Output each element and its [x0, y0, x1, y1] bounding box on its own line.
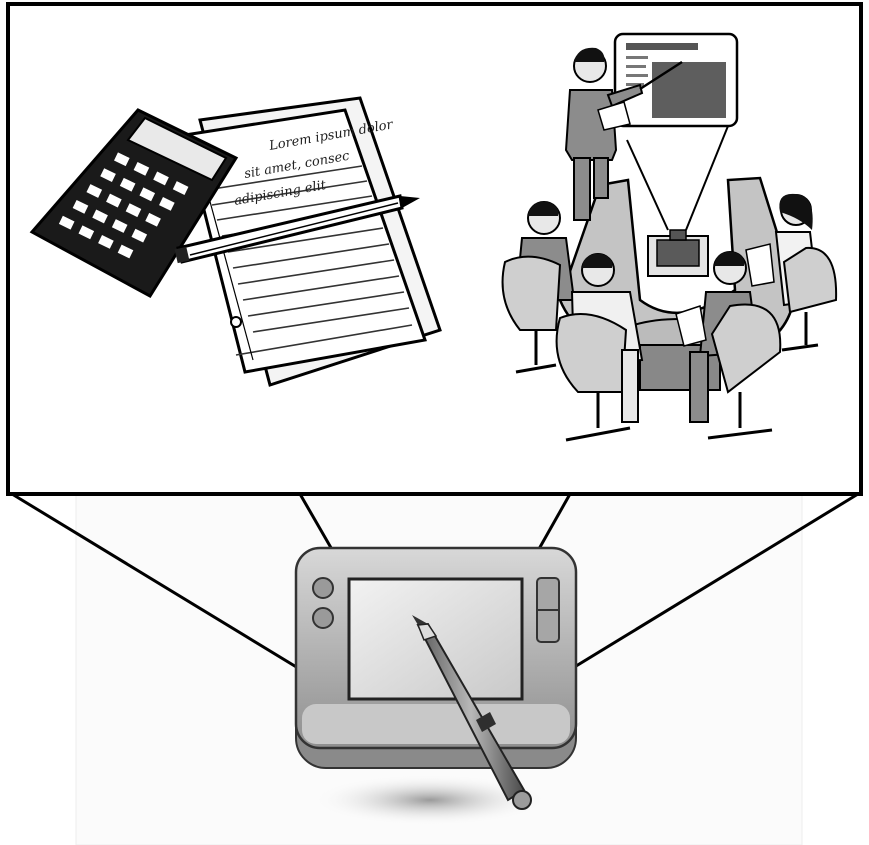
- tablet-button-bottom: [313, 608, 333, 628]
- tablet-button-top: [313, 578, 333, 598]
- chair: [784, 248, 836, 312]
